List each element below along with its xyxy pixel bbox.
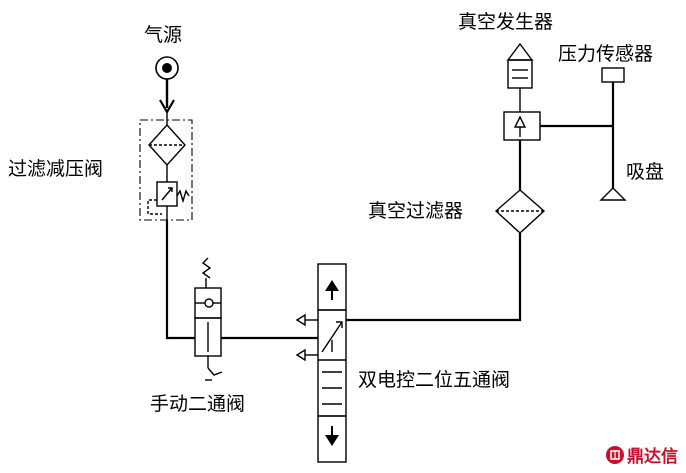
label-manual-valve: 手动二通阀	[150, 393, 246, 415]
watermark-text: 鼎达信	[627, 447, 678, 467]
vacuum-filter-symbol	[494, 140, 546, 234]
manual-valve-symbol	[194, 257, 318, 381]
brand-logo-icon	[606, 445, 624, 464]
vacuum-generator-symbol	[503, 42, 612, 141]
suction-cup-symbol	[599, 187, 627, 201]
label-suction-cup: 吸盘	[626, 161, 665, 183]
label-vacuum-generator: 真空发生器	[458, 11, 554, 33]
label-vacuum-filter: 真空过滤器	[368, 200, 464, 222]
air-line	[165, 220, 195, 340]
label-filter-regulator: 过滤减压阀	[8, 158, 104, 180]
pressure-sensor-symbol	[601, 67, 625, 188]
filter-regulator-symbol	[139, 112, 193, 221]
watermark-logo: 鼎达信	[606, 442, 678, 467]
air-source-symbol	[155, 56, 179, 115]
solenoid-valve-symbol	[295, 233, 522, 463]
logo-glyph-icon	[610, 449, 620, 460]
label-solenoid-valve: 双电控二位五通阀	[358, 369, 511, 391]
label-air-source: 气源	[144, 24, 183, 46]
label-pressure-sensor: 压力传感器	[558, 43, 654, 65]
